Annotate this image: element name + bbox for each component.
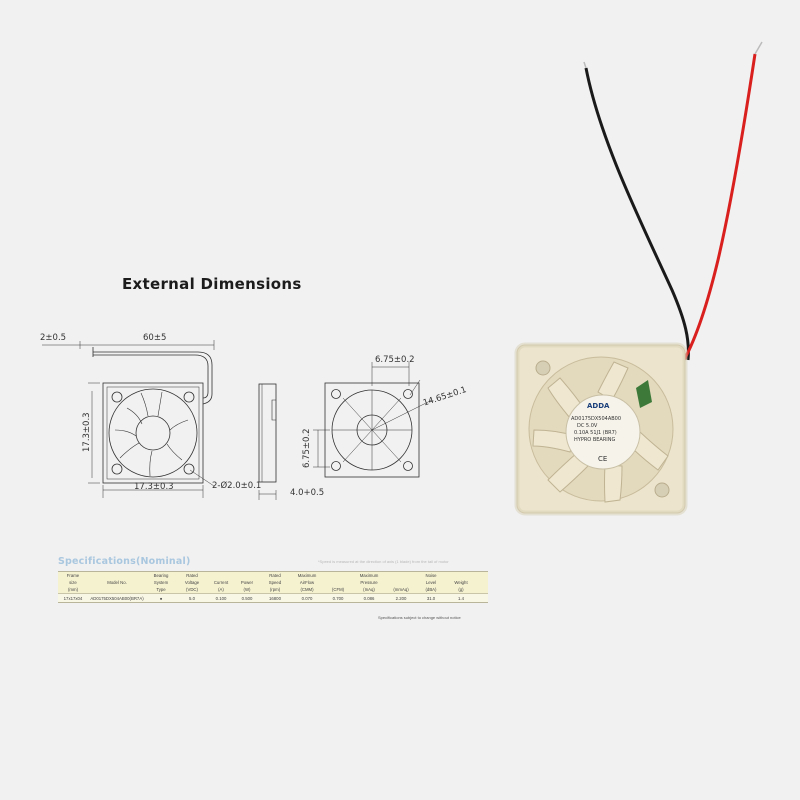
spec-header-cell: (CMM) <box>300 587 314 592</box>
wire-tab <box>636 380 652 408</box>
side-view <box>258 383 277 500</box>
spec-header-cell: size <box>69 580 77 585</box>
front-hole-br <box>183 463 195 475</box>
dim-hole-dia: 2-Ø2.0±0.1 <box>212 481 262 491</box>
front-view <box>42 340 215 498</box>
spec-header-cell: Type <box>156 587 166 592</box>
fan-model: AD0175DX504AB00 <box>571 416 622 422</box>
fan-current: 0.10A 51J1 (BR7) <box>574 430 617 436</box>
spec-header-cell: Pressure <box>360 580 378 585</box>
spec-value-cell: 16800 <box>269 595 281 601</box>
spec-header-cell: Rated <box>186 573 198 578</box>
specifications-title: Specifications(Nominal) <box>58 556 191 567</box>
mount-hole-br <box>654 482 670 498</box>
spec-header-cell: Speed <box>268 580 282 585</box>
spec-header-cell: (InAq) <box>363 587 375 592</box>
front-hole-bl <box>111 463 123 475</box>
red-wire-tip <box>754 41 763 55</box>
spec-value-cell: 0.086 <box>363 595 375 601</box>
front-hub <box>135 415 171 451</box>
specifications-table: Frame Bearing Rated Rated Maximum Maximum Nois… <box>58 571 488 603</box>
fan-brand: ADDA <box>587 402 610 410</box>
spec-value-cell: 5.0 <box>189 595 195 601</box>
spec-values-row: 17x17x04 AD0175DX504AB00(BR7A) ● 5.0 0.100 0.… <box>58 593 488 602</box>
spec-value-cell: 2.200 <box>395 595 407 601</box>
spec-header-cell: Rated <box>269 573 281 578</box>
spec-header-cell: (mm) <box>67 587 79 592</box>
spec-header-cell: (W) <box>243 587 251 592</box>
spec-header-cell: (A) <box>218 587 224 592</box>
hub-label-disc <box>565 394 641 470</box>
spec-header-cell: (VDC) <box>186 587 198 592</box>
spec-value-cell: 31.0 <box>426 595 436 601</box>
spec-value-cell: 0.070 <box>301 595 313 601</box>
spec-header-cell: (rpm) <box>269 587 281 592</box>
spec-header-cell: Power <box>240 580 254 585</box>
spec-header-cell: AirFlow <box>299 580 315 585</box>
front-outline <box>102 382 204 484</box>
spec-value-cell: AD0175DX504AB00(BR7A) <box>90 595 144 601</box>
spec-header-cell: Maximum <box>359 573 379 578</box>
spec-header-cell: Bearing <box>153 573 169 578</box>
spec-header-cell: (mmAq) <box>393 587 409 592</box>
dim-thickness: 4.0+0.5 <box>290 488 325 498</box>
spec-header-cell: Current <box>213 580 229 585</box>
spec-header-cell: Weight <box>454 580 468 585</box>
specifications-footer: Specifications subject to change without… <box>378 615 461 620</box>
red-wire <box>682 53 757 361</box>
spec-header-cell: Model No. <box>107 580 127 585</box>
spec-header-row-2: size Model No. System Voltage Current Power Sp… <box>58 579 488 586</box>
fan-voltage: DC 5.0V <box>577 423 598 429</box>
spec-header-cell: Maximum <box>297 573 317 578</box>
spec-header-cell: System <box>153 580 169 585</box>
spec-header-cell: (g) <box>458 587 464 592</box>
spec-header-cell: (CFM) <box>331 587 345 592</box>
black-wire <box>584 67 690 361</box>
spec-value-cell: 17x17x04 <box>63 595 83 601</box>
fan-wires <box>583 41 763 361</box>
back-view <box>313 362 433 478</box>
spec-header-cell: Voltage <box>184 580 200 585</box>
spec-value-cell: 0.700 <box>332 595 344 601</box>
mount-hole-tl <box>535 360 551 376</box>
fan-ce-mark: CE <box>598 455 608 463</box>
fan-bearing: HYPRO BEARING <box>574 437 616 443</box>
front-bore <box>108 388 198 478</box>
spec-value-cell: 0.100 <box>215 595 227 601</box>
black-wire-tip <box>583 61 587 69</box>
spec-value-cell: ● <box>159 595 163 601</box>
dim-height-front: 17.3±0.3 <box>82 412 92 452</box>
front-hole-tl <box>111 391 123 403</box>
spec-header-cell: Frame <box>66 573 80 578</box>
dim-hole-spacing-top: 6.75±0.2 <box>375 355 415 365</box>
dim-hole-spacing-side: 6.75±0.2 <box>302 428 312 468</box>
dim-width-front: 17.3±0.3 <box>134 482 174 492</box>
dim-lead-length: 2±0.5 <box>40 333 67 343</box>
spec-header-cell: Noise <box>425 573 437 578</box>
spec-header-cell: (dBA) <box>425 587 437 592</box>
front-hole-tr <box>183 391 195 403</box>
spec-header-cell: Level <box>425 580 437 585</box>
dim-cable-length: 60±5 <box>143 333 167 343</box>
spec-header-row-3: (mm) Type (VDC) (A) (W) (rpm) (CMM) (CFM) (InAq)… <box>58 586 488 593</box>
spec-header-row-1: Frame Bearing Rated Rated Maximum Maximum Nois… <box>58 572 488 579</box>
spec-value-cell: 0.500 <box>241 595 253 601</box>
fan-photo <box>514 342 688 516</box>
spec-value-cell: 1.4 <box>458 595 464 601</box>
external-dimensions-heading: External Dimensions <box>122 275 302 293</box>
side-outline <box>258 383 277 483</box>
specifications-note: *Speed is measured at the direction of a… <box>318 559 449 564</box>
